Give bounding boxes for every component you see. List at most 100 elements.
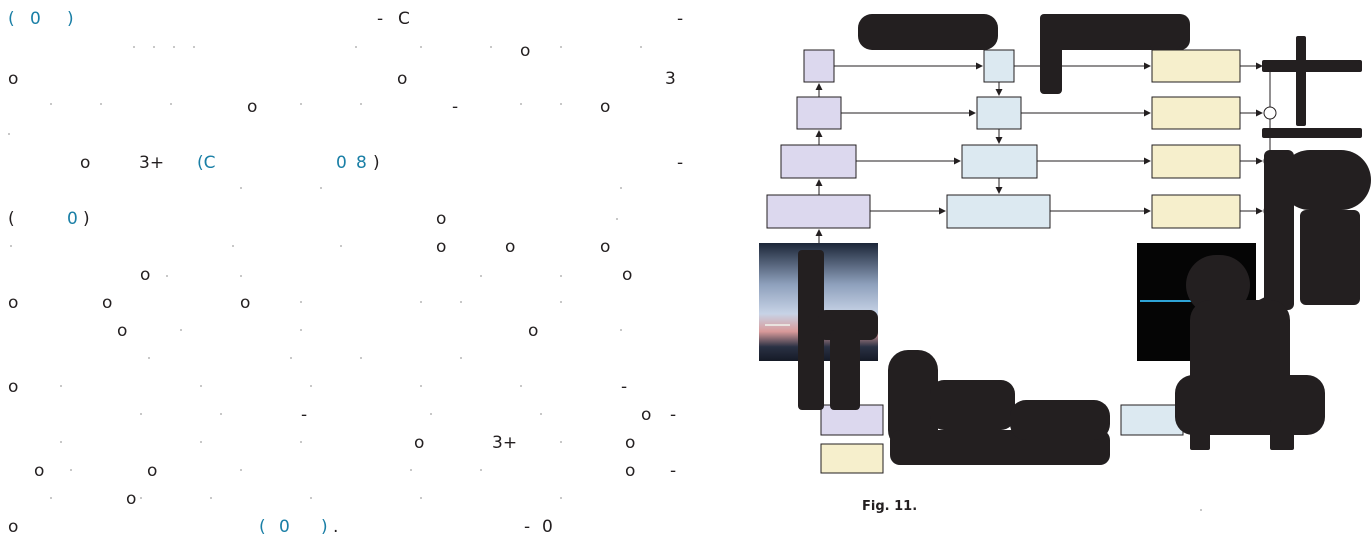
text-speck — [420, 301, 422, 303]
text-token: o — [528, 321, 539, 341]
citation-token[interactable]: ( — [259, 517, 266, 537]
citation-token[interactable]: 0 — [336, 153, 347, 173]
text-token: o — [117, 321, 128, 341]
text-speck — [1200, 509, 1202, 511]
text-speck — [490, 46, 492, 48]
overlay-glyph-right-5 — [1264, 150, 1294, 310]
fusion-block-1 — [983, 49, 1015, 83]
overlay-glyph-left-5 — [930, 380, 1015, 430]
text-token: - — [621, 377, 628, 397]
text-speck — [70, 469, 72, 471]
overlay-glyph-right-11 — [1270, 420, 1294, 450]
figure-caption: Fig. 11. — [862, 499, 918, 514]
citation-token[interactable]: ) — [321, 517, 328, 537]
text-speck — [180, 329, 182, 331]
text-token: - — [670, 405, 677, 425]
text-token: o — [436, 209, 447, 229]
citation-token[interactable]: 8 — [356, 153, 367, 173]
text-speck — [240, 469, 242, 471]
text-speck — [50, 497, 52, 499]
text-token: o — [8, 293, 19, 313]
text-token: - — [377, 9, 384, 29]
text-token: 0 — [542, 517, 553, 537]
text-token: - — [670, 461, 677, 481]
head-block-4 — [1151, 194, 1241, 229]
text-speck — [480, 275, 482, 277]
citation-token[interactable]: ) — [67, 9, 74, 29]
text-speck — [193, 46, 195, 48]
text-speck — [210, 497, 212, 499]
text-token: o — [8, 517, 19, 537]
text-token: o — [8, 377, 19, 397]
text-speck — [50, 103, 52, 105]
head-block-2 — [1151, 96, 1241, 130]
citation-token[interactable]: 0 — [279, 517, 290, 537]
text-token: o — [240, 293, 251, 313]
backbone-block-3 — [780, 144, 857, 179]
overlay-glyph-right-2 — [1296, 36, 1306, 126]
citation-token[interactable]: 0 — [30, 9, 41, 29]
head-block-1 — [1151, 49, 1241, 83]
text-token: ( — [8, 209, 15, 229]
text-token: o — [600, 237, 611, 257]
text-token: o — [641, 405, 652, 425]
text-speck — [360, 103, 362, 105]
text-token: o — [505, 237, 516, 257]
text-speck — [170, 103, 172, 105]
text-speck — [300, 441, 302, 443]
overlay-glyph-right-10 — [1190, 420, 1210, 450]
text-speck — [220, 413, 222, 415]
text-token: 3 — [665, 69, 676, 89]
text-speck — [300, 301, 302, 303]
text-token: o — [147, 461, 158, 481]
backbone-block-4 — [766, 194, 871, 229]
text-speck — [300, 329, 302, 331]
text-speck — [560, 46, 562, 48]
text-speck — [620, 329, 622, 331]
text-speck — [240, 275, 242, 277]
citation-token[interactable]: ( — [8, 9, 15, 29]
text-token: o — [625, 433, 636, 453]
text-speck — [560, 441, 562, 443]
text-speck — [153, 46, 155, 48]
text-token: o — [247, 97, 258, 117]
text-token: o — [622, 265, 633, 285]
text-speck — [420, 497, 422, 499]
backbone-block-2 — [796, 96, 842, 130]
text-token: ) — [373, 153, 380, 173]
text-speck — [240, 187, 242, 189]
text-speck — [355, 46, 357, 48]
legend-swatch-yellow — [820, 443, 884, 474]
text-token: 3+ — [139, 153, 165, 173]
legend-swatch-blue — [1120, 404, 1184, 436]
overlay-glyph-top-3 — [1040, 14, 1062, 94]
text-speck — [616, 218, 618, 220]
text-speck — [140, 413, 142, 415]
text-token: o — [102, 293, 113, 313]
text-token: o — [80, 153, 91, 173]
text-speck — [133, 46, 135, 48]
text-speck — [148, 357, 150, 359]
text-speck — [460, 301, 462, 303]
text-token: o — [126, 489, 137, 509]
citation-token[interactable]: (C — [197, 153, 216, 173]
fusion-block-2 — [976, 96, 1022, 130]
text-speck — [410, 469, 412, 471]
text-speck — [200, 441, 202, 443]
text-token: - — [677, 153, 684, 173]
text-speck — [300, 103, 302, 105]
text-speck — [310, 497, 312, 499]
overlay-glyph-left-3 — [830, 330, 860, 410]
text-token: - — [301, 405, 308, 425]
text-token: ) — [83, 209, 90, 229]
text-speck — [60, 441, 62, 443]
overlay-glyph-left-7 — [1010, 400, 1110, 440]
text-token: o — [140, 265, 151, 285]
text-speck — [620, 187, 622, 189]
text-speck — [430, 413, 432, 415]
citation-token[interactable]: 0 — [67, 209, 78, 229]
text-speck — [340, 245, 342, 247]
text-token: o — [625, 461, 636, 481]
text-token: - — [452, 97, 459, 117]
